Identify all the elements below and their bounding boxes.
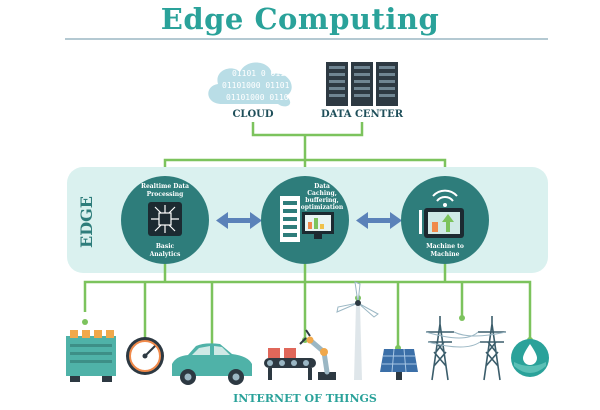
node2-line-1: Data [314,183,330,190]
iot-label: INTERNET OF THINGS [233,392,377,405]
node2-line-4: optimization [301,204,344,211]
node3-bottom-line-2: Machine [430,251,459,258]
server-rack-icon [326,62,398,106]
double-arrow-icon [216,212,262,229]
node2-line-2: Caching, [307,190,337,197]
cloud-icon: 01101 0 011 01101000 01101 01101000 0110 [208,62,292,107]
node1-top-line-2: Processing [147,191,185,198]
edge-label: EDGE [77,196,96,248]
page-title: Edge Computing [160,2,440,36]
cloud-label: CLOUD [232,109,273,120]
node2-line-3: buffering, [305,197,338,204]
bottom-connectors [83,264,532,348]
engine-block-icon [66,330,116,382]
server-monitor-icon [280,196,334,242]
cpu-chip-icon [148,202,182,236]
conveyor-belt-icon [264,348,316,380]
node1-bottom-line-1: Basic [156,243,175,250]
wifi-tablet-icon [419,189,464,238]
datacenter-label: DATA CENTER [321,109,404,120]
car-icon [172,343,252,385]
cloud-binary-line-2: 01101000 01101 [222,81,290,90]
cloud-binary-line-3: 01101000 0110 [226,93,289,102]
cloud-binary-line-1: 01101 0 011 [232,69,285,78]
node3-bottom-line-1: Machine to [426,243,464,250]
power-tower-icon [425,316,507,381]
node1-bottom-line-2: Analytics [149,251,181,258]
gauge-icon [126,337,164,375]
robot-arm-icon [299,329,336,380]
water-drop-icon [511,339,549,377]
node1-top-line-1: Realtime Data [141,183,189,190]
wind-turbine-icon [336,281,379,380]
double-arrow-icon [356,212,402,229]
solar-panel-icon [380,348,418,380]
